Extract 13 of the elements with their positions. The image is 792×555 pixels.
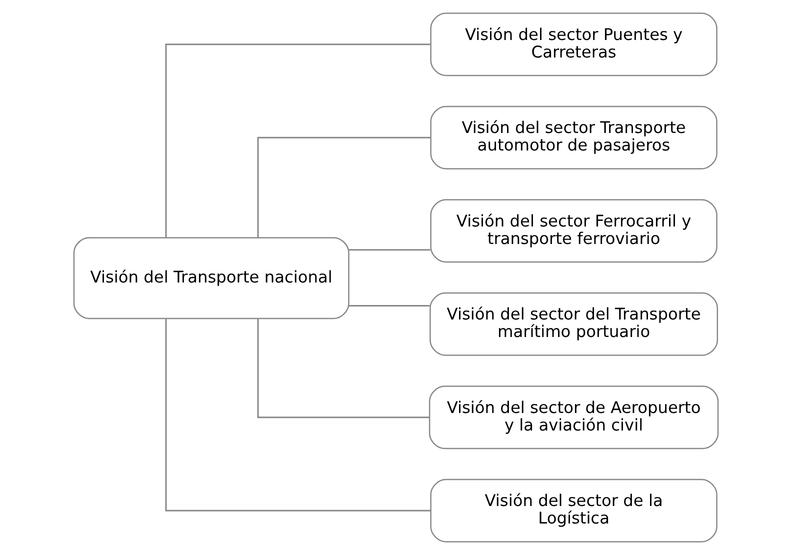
connector xyxy=(165,318,431,512)
node-box: Visión del sector Transporte automotor de pasajeros xyxy=(430,106,718,170)
connector xyxy=(165,44,431,238)
connector xyxy=(257,318,430,418)
node-box: Visión del sector de Aeropuerto y la aviación civil xyxy=(428,386,719,450)
node-box: Visión del Transporte nacional xyxy=(73,237,350,320)
node-box: Visión del sector Puentes y Carreteras xyxy=(430,12,718,76)
node-box: Visión del sector del Transporte marítimo portuario xyxy=(430,292,718,356)
connector xyxy=(257,136,431,238)
node-box: Visión del sector de la Logística xyxy=(430,478,718,542)
connector xyxy=(348,305,430,307)
connector xyxy=(348,249,430,251)
node-box: Visión del sector Ferrocarril y transporte ferroviario xyxy=(430,199,718,263)
